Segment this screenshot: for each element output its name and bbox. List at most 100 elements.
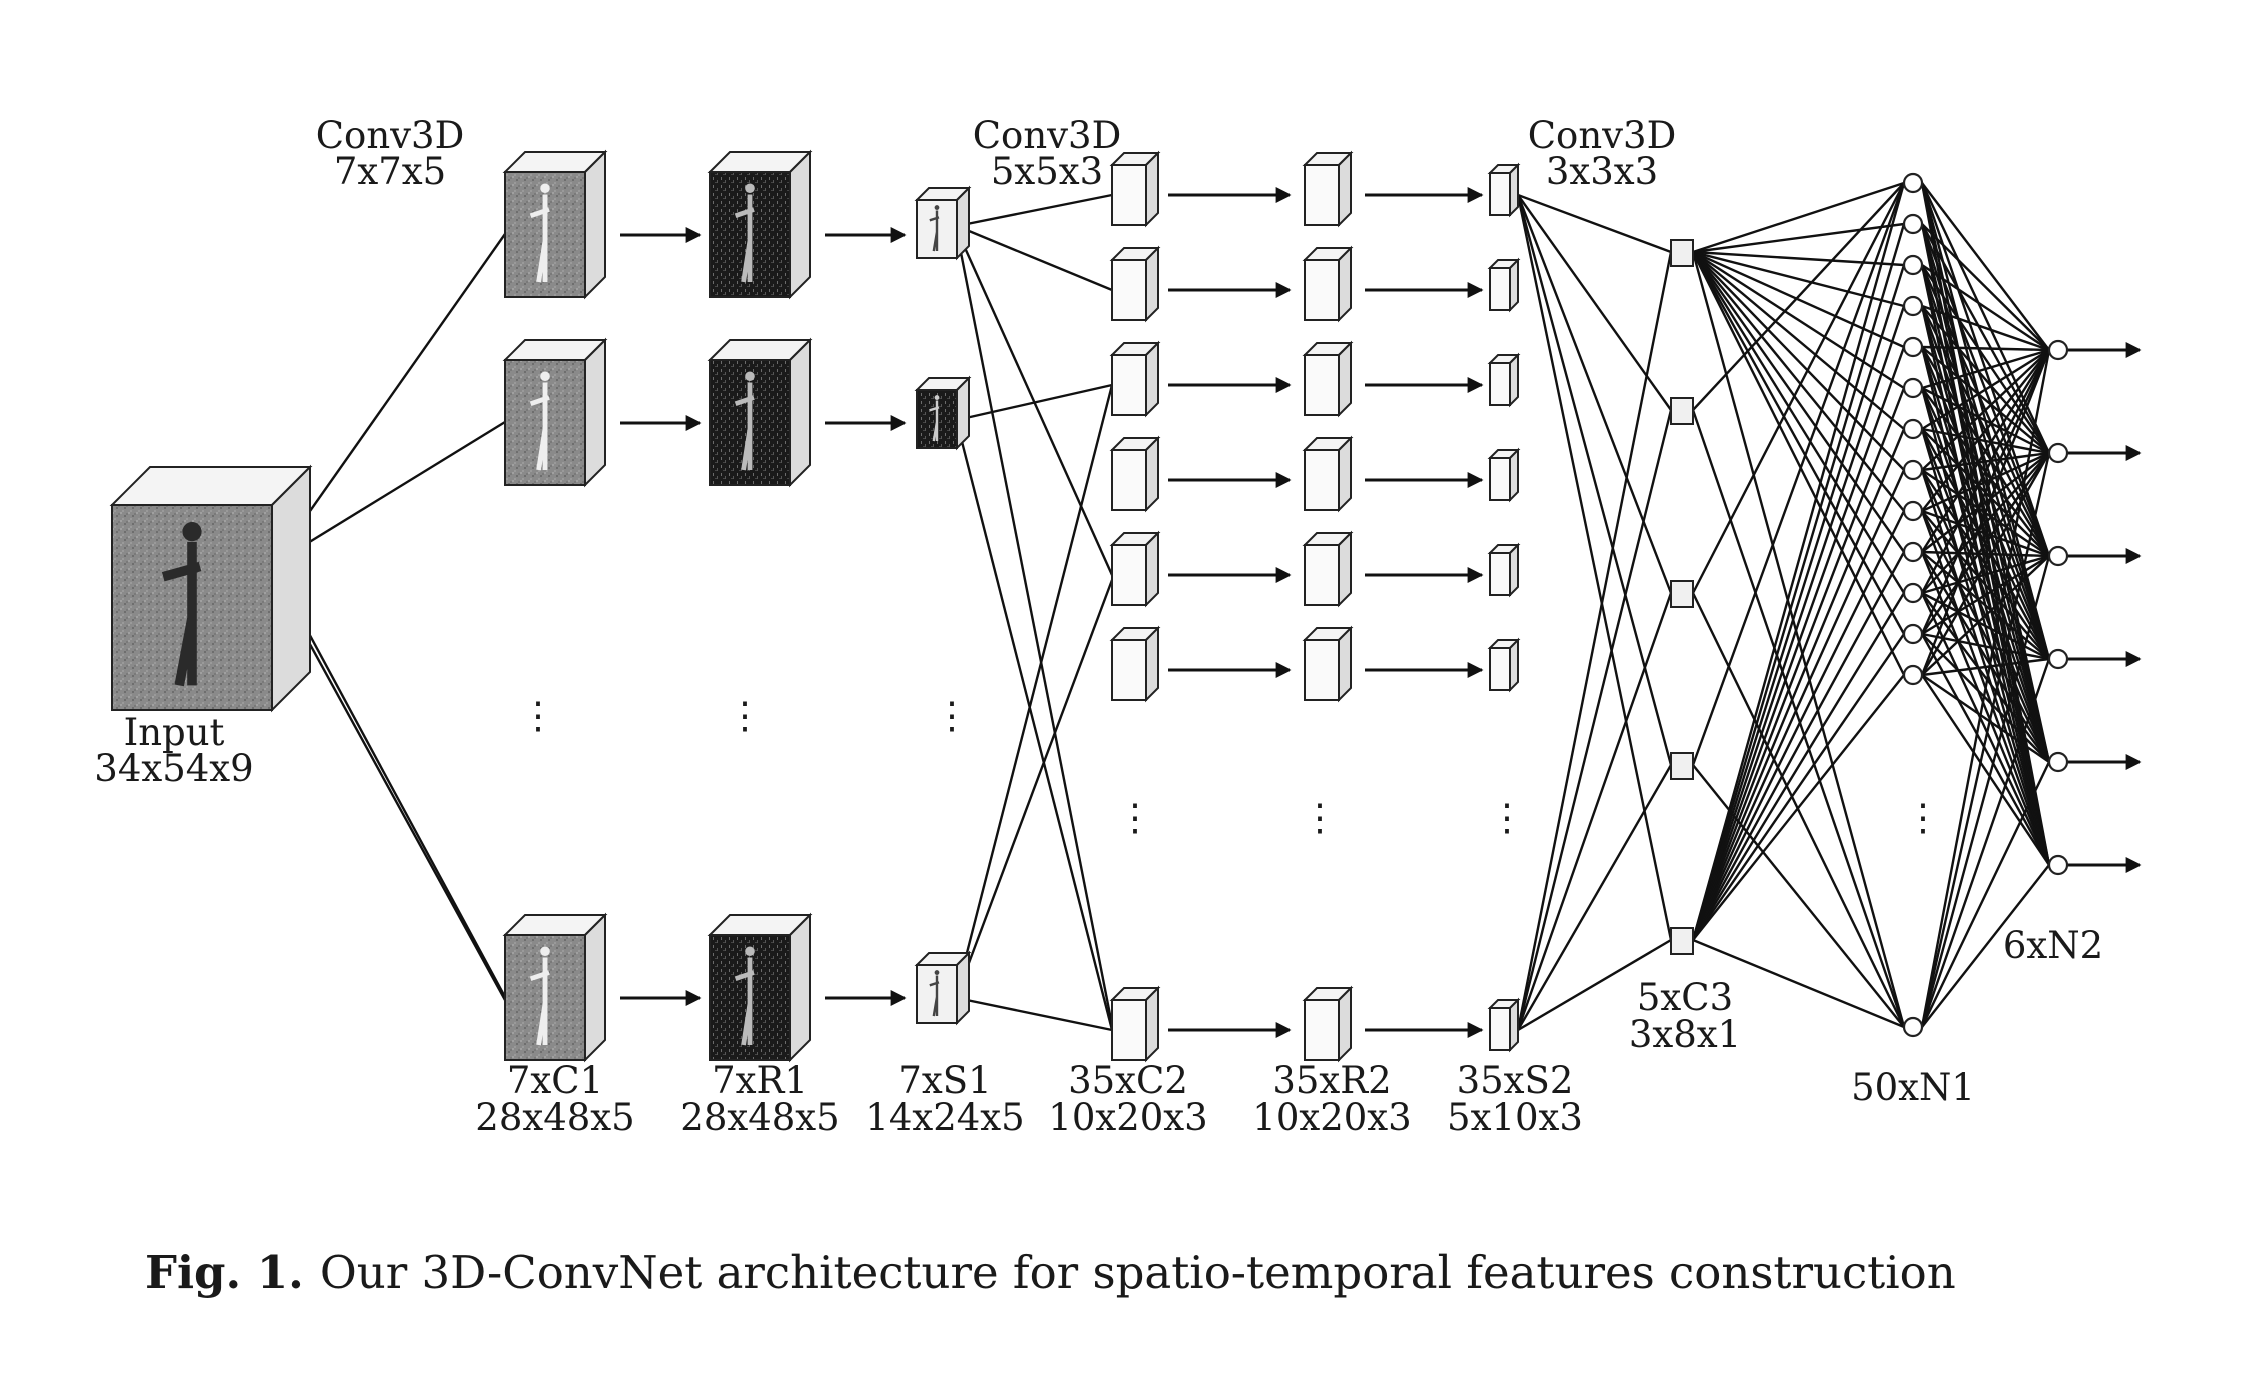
r2-map-5-front [1304, 639, 1340, 701]
n1-label: 50xN1 [1851, 1066, 1975, 1109]
c1-figure-0 [529, 194, 550, 283]
n1-neuron-10 [1902, 582, 1924, 604]
n2-label: 6xN2 [2003, 924, 2103, 967]
s2-label-line2: 5x10x3 [1447, 1096, 1583, 1139]
edge-n1-0-n2-0 [1921, 182, 2050, 351]
edge-c3-4-n1-1 [1691, 223, 1906, 941]
edge-n1-12-n2-0 [1920, 349, 2051, 676]
input-label-line2: 34x54x9 [94, 747, 253, 790]
s1-label-line1: 7xS1 [898, 1059, 991, 1102]
edge-s1-c2-h [955, 384, 1114, 993]
c2-ellipsis: ⋮ [1117, 796, 1154, 839]
s2-map-3-side [1509, 447, 1519, 503]
r2-map-3-side [1338, 435, 1352, 513]
c2-map-6-side [1145, 985, 1159, 1063]
c2-map-0-side [1145, 150, 1159, 228]
n1-neuron-5 [1902, 377, 1924, 399]
n1-neuron-12 [1902, 664, 1924, 686]
r2-map-3-front [1304, 449, 1340, 511]
r2-map-2 [1302, 340, 1354, 418]
edge-c3-4-n1-7 [1691, 469, 1906, 941]
edge-c3-3-n1-top [1691, 182, 1906, 766]
r2-map-1-front [1304, 259, 1340, 321]
r2-map-2-side [1338, 340, 1352, 418]
edge-s1-c2-f [955, 421, 1114, 1031]
edge-c3-4-n1-10 [1691, 592, 1906, 941]
c1-map-0-side [584, 149, 606, 300]
edge-c3-0-n1-5 [1692, 250, 1905, 390]
edge-n1-10-n2-0 [1920, 349, 2051, 594]
edge-c3-4-n1-11 [1692, 633, 1905, 941]
r2-map-5-side [1338, 625, 1352, 703]
edge-n1-13-n2-0 [1920, 349, 2051, 1028]
c2-map-6-front [1111, 999, 1147, 1061]
edge-s2top-c3-4 [1516, 194, 1673, 941]
r2-map-4 [1302, 530, 1354, 608]
n1-neuron-6 [1902, 418, 1924, 440]
c1-map-2 [502, 912, 608, 1063]
r2-map-6-front [1304, 999, 1340, 1061]
edge-n1-12-n2-5 [1921, 674, 2050, 866]
flow-arrows [620, 187, 2142, 1038]
s2-map-6 [1487, 997, 1521, 1053]
edge-s1-c2-b [956, 224, 1113, 292]
c1-figure-2 [529, 957, 550, 1046]
edge-n1-12-n2-4 [1921, 674, 2050, 763]
r2-map-0-side [1338, 150, 1352, 228]
s1-figure-0 [929, 210, 940, 252]
edge-n1-4-n2-1 [1921, 346, 2050, 454]
c1-map-0 [502, 149, 608, 300]
c2-map-3-front [1111, 449, 1147, 511]
n1-ellipsis: ⋮ [1905, 796, 1942, 839]
edge-s2top-c3-0 [1517, 193, 1672, 254]
edge-n1-6-n2-0 [1921, 348, 2050, 431]
edge-c3-2-n1-top [1691, 182, 1906, 594]
c2-map-3-side [1145, 435, 1159, 513]
conv2-label-line2: 5x5x3 [991, 150, 1103, 193]
r2-map-0 [1302, 150, 1354, 228]
c3-node-1 [1670, 397, 1694, 425]
r1-figure-2-head [745, 946, 755, 957]
s1-map-2-side [956, 950, 970, 1026]
c2-map-3 [1109, 435, 1161, 513]
r2-map-1-side [1338, 245, 1352, 323]
edge-n1-13-n2-5 [1921, 864, 2050, 1028]
input-volume-side [271, 464, 311, 713]
s1-figure-1 [929, 400, 940, 442]
edge-c3-1-n1-top [1692, 182, 1905, 411]
c1-map-2-side [584, 912, 606, 1063]
edge-n1-1-n2-0 [1921, 223, 2050, 351]
edge-n1-13-n2-1 [1920, 452, 2051, 1028]
conv3-label-line2: 3x3x3 [1546, 150, 1658, 193]
c2-map-2 [1109, 340, 1161, 418]
input-figure [161, 541, 202, 687]
c1-figure-1-head [540, 371, 550, 382]
n2-neuron-0 [2047, 339, 2069, 361]
edge-c3-4-n1-6 [1691, 428, 1906, 941]
s2-map-1-side [1509, 257, 1519, 313]
edge-c3-4-n1-5 [1691, 387, 1906, 941]
edge-c3-0-n1-13 [1691, 251, 1906, 1028]
edge-n1-11-n2-0 [1920, 349, 2051, 635]
c3-label-line2: 3x8x1 [1629, 1013, 1741, 1056]
s2-map-6-front [1489, 1007, 1511, 1051]
edge-c3-0-n1-1 [1692, 222, 1905, 254]
edge-n1-11-n2-1 [1921, 452, 2050, 635]
s2-map-2-side [1509, 352, 1519, 408]
conv3-label-line1: Conv3D [1528, 114, 1677, 157]
edge-s1-c2-a [956, 193, 1113, 228]
edge-c3-3-n1-bottom [1692, 764, 1905, 1028]
edge-c3-1-n1-bottom [1691, 409, 1906, 1028]
edge-n1-4-n2-0 [1921, 345, 2050, 352]
n1-neuron-9 [1902, 541, 1924, 563]
c3-label-line1: 5xC3 [1637, 976, 1733, 1019]
edge-c3-4-n1-4 [1691, 346, 1906, 941]
r2-map-4-front [1304, 544, 1340, 606]
edge-n1-10-n2-1 [1921, 452, 2050, 594]
c2-map-1-front [1111, 259, 1147, 321]
input-volume [109, 464, 313, 713]
conv1-label-line2: 7x7x5 [334, 150, 446, 193]
n1-neuron-0 [1902, 172, 1924, 194]
edge-s1-c2-d [955, 231, 1114, 1026]
